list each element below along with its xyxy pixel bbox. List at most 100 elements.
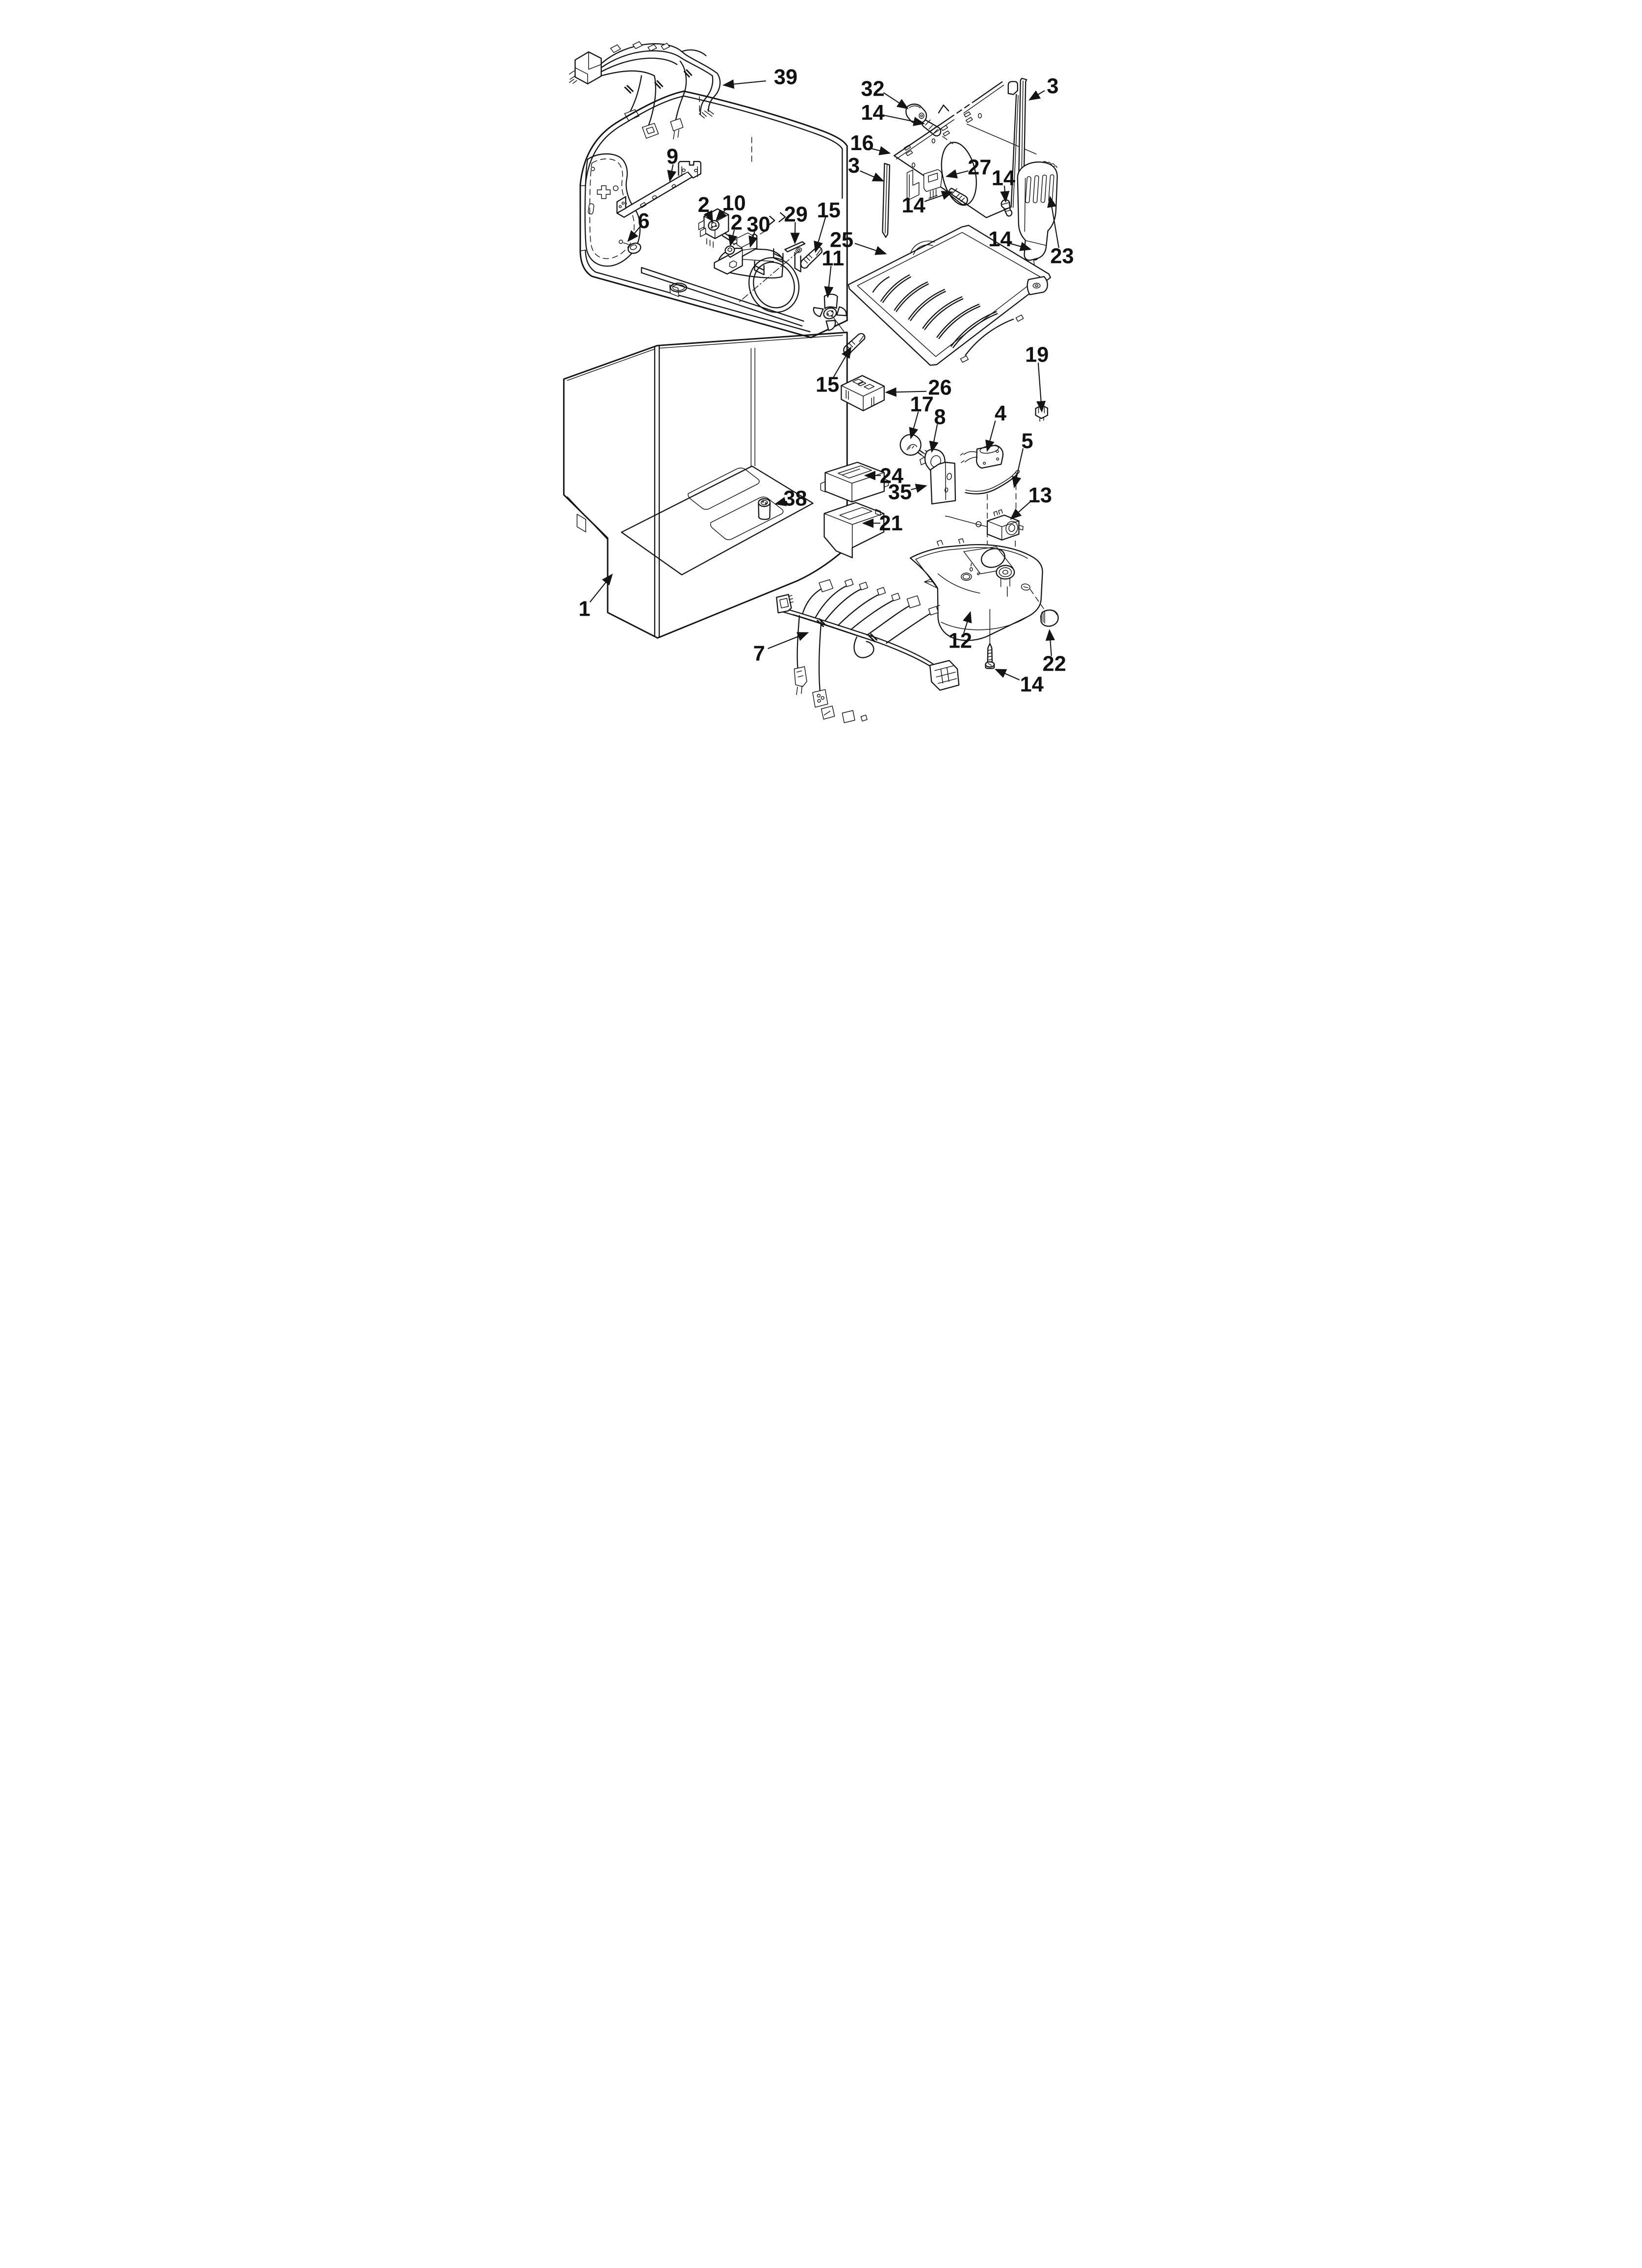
- callout-15-21: 15: [816, 346, 852, 397]
- leader-arrow-30: [748, 231, 758, 248]
- leader-arrow-11: [824, 266, 834, 298]
- part-number-label-2: 2: [698, 193, 710, 217]
- leader-arrow-12: [963, 611, 972, 633]
- part-number-label-1: 1: [579, 597, 590, 621]
- fan-blade: [813, 293, 847, 331]
- leader-arrow-23: [1047, 195, 1059, 248]
- callout-32-1: 32: [861, 77, 909, 109]
- callout-38-32: 38: [774, 487, 807, 511]
- part-number-label-8: 8: [934, 405, 946, 429]
- callout-21-30: 21: [862, 512, 903, 535]
- part-number-label-9: 9: [667, 145, 678, 168]
- callout-13-31: 13: [1010, 484, 1052, 520]
- part-number-label-22: 22: [1043, 652, 1066, 676]
- callout-3-3: 3: [1028, 75, 1059, 101]
- leader-arrow-10: [715, 209, 727, 221]
- callout-4-26: 4: [985, 402, 1006, 452]
- part-number-label-4: 4: [995, 402, 1006, 425]
- push-nut: [708, 220, 720, 231]
- part-number-label-14: 14: [901, 194, 925, 217]
- part-number-label-14: 14: [861, 101, 884, 125]
- leader-arrow-3: [860, 170, 885, 182]
- callout-8-25: 8: [929, 405, 946, 453]
- air-duct-cover: [1017, 161, 1058, 261]
- callout-1-33: 1: [579, 574, 613, 621]
- leader-arrow-27: [945, 169, 969, 179]
- callout-30-15: 30: [746, 213, 770, 248]
- part-number-label-23: 23: [1050, 244, 1074, 268]
- leader-arrow-14: [924, 191, 953, 202]
- callout-12-35: 12: [949, 611, 972, 652]
- leader-arrow-7: [768, 632, 809, 650]
- air-control-box: [841, 375, 885, 412]
- callout-29-14: 29: [784, 203, 808, 245]
- callout-2-16: 2: [728, 211, 743, 247]
- part-number-label-3: 3: [848, 154, 860, 178]
- grommet-plug: [627, 242, 641, 254]
- callout-16-4: 16: [850, 131, 891, 156]
- callout-27-6: 27: [945, 156, 991, 180]
- leader-arrow-35: [911, 484, 927, 493]
- callout-14-8: 14: [992, 166, 1015, 203]
- chevron-marks: [768, 212, 786, 226]
- part-number-label-26: 26: [928, 376, 951, 400]
- part-number-label-14: 14: [988, 228, 1012, 251]
- part-number-label-25: 25: [830, 229, 853, 252]
- callout-23-9: 23: [1047, 195, 1074, 268]
- control-console: [909, 538, 1044, 643]
- callout-14-10: 14: [988, 228, 1032, 251]
- part-number-label-39: 39: [774, 66, 797, 89]
- part-number-label-14: 14: [992, 166, 1015, 190]
- screw-14e: [985, 643, 995, 669]
- leader-arrow-2: [703, 210, 713, 223]
- foam-duct-lower: [823, 502, 885, 558]
- leader-arrow-3: [1028, 90, 1045, 101]
- leader-arrow-6: [627, 227, 640, 242]
- callout-2-18: 2: [698, 193, 713, 223]
- part-number-label-24: 24: [880, 465, 903, 488]
- leader-arrow-8: [929, 424, 939, 453]
- lower-wire-harness: [776, 578, 960, 723]
- control-thermostat-13: [945, 509, 1024, 541]
- control-knob: [1040, 609, 1059, 627]
- callout-14-7: 14: [901, 191, 953, 217]
- callout-10-17: 10: [715, 192, 746, 221]
- light-shield-stud: [758, 498, 771, 520]
- leader-arrow-2: [728, 230, 738, 247]
- callout-19-23: 19: [1025, 343, 1049, 413]
- callout-25-11: 25: [830, 229, 887, 255]
- leader-arrow-22: [1045, 629, 1055, 656]
- leader-arrow-9: [667, 164, 677, 182]
- callout-15-12: 15: [814, 199, 841, 253]
- part-number-label-19: 19: [1025, 343, 1049, 366]
- callout-14-37: 14: [994, 669, 1044, 697]
- part-number-label-10: 10: [722, 192, 745, 215]
- callout-11-13: 11: [821, 247, 844, 298]
- leader-arrow-1: [590, 574, 613, 603]
- part-number-label-30: 30: [746, 213, 770, 236]
- part-number-label-5: 5: [1021, 430, 1033, 453]
- part-number-label-6: 6: [638, 209, 650, 233]
- callout-17-24: 17: [909, 393, 934, 440]
- callout-7-34: 7: [753, 632, 809, 666]
- part-number-label-12: 12: [949, 629, 972, 652]
- part-number-label-15: 15: [817, 199, 841, 222]
- part-number-label-13: 13: [1028, 484, 1052, 507]
- part-number-label-3: 3: [1047, 75, 1058, 98]
- leader-arrow-19: [1036, 363, 1046, 413]
- leader-arrow-25: [854, 243, 887, 255]
- callout-6-19: 6: [627, 209, 650, 242]
- callout-26-22: 26: [885, 376, 952, 400]
- leader-arrow-14: [994, 669, 1020, 680]
- leader-arrow-38: [774, 497, 787, 506]
- part-number-label-15: 15: [816, 373, 839, 397]
- leader-arrow-14: [884, 115, 925, 126]
- part-number-label-35: 35: [888, 480, 912, 504]
- callout-5-27: 5: [1012, 430, 1033, 489]
- leader-arrow-15: [832, 346, 852, 379]
- leader-arrow-15: [814, 217, 826, 253]
- mounting-bracket: [616, 161, 702, 218]
- leader-arrow-14: [1008, 242, 1032, 251]
